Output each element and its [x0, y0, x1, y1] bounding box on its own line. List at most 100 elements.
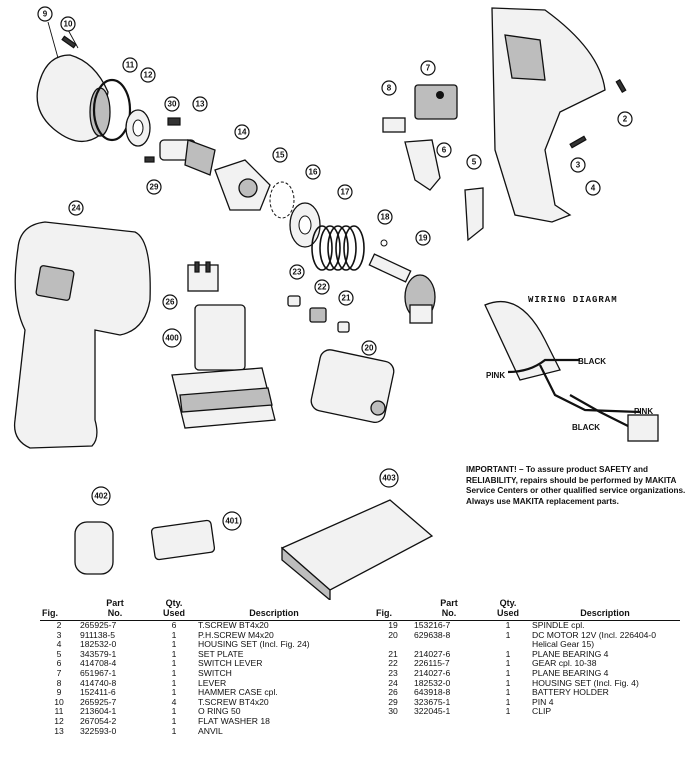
- part-carrying-case: [280, 499, 434, 600]
- header-qty-right: Qty.Used: [486, 598, 530, 621]
- part-washer: [289, 202, 321, 248]
- part-hammer-case: [36, 54, 111, 142]
- cell-fig-right: 19: [388, 620, 398, 630]
- header-description: Description: [196, 598, 352, 621]
- callout-19: 19: [415, 230, 431, 246]
- cell-fig: 11: [54, 706, 64, 717]
- callout-18: 18: [377, 209, 393, 225]
- cell-part-no: 182532-0: [80, 639, 117, 650]
- part-anvil: [159, 139, 216, 176]
- cell-part-no-right: 629638-8: [414, 629, 451, 640]
- cell-part-no-right: [412, 717, 486, 727]
- svg-text:10: 10: [64, 20, 73, 29]
- part-spring: [311, 225, 365, 271]
- part-battery-holder: [187, 261, 219, 292]
- callout-403: 403: [379, 468, 399, 488]
- cell-fig-right: [374, 717, 412, 727]
- callout-3: 3: [570, 157, 586, 173]
- cell-fig: 8: [56, 677, 62, 688]
- table-row: 4 182532-0 1 HOUSING SET (Incl. Fig. 24) Hel…: [40, 640, 680, 650]
- svg-text:402: 402: [94, 492, 108, 501]
- svg-text:16: 16: [309, 168, 318, 177]
- callout-20: 20: [361, 340, 377, 356]
- callout-401: 401: [222, 511, 242, 531]
- part-set-plate: [464, 187, 484, 242]
- cell-fig-right: 20: [388, 629, 398, 640]
- cell-description: LEVER: [198, 677, 227, 688]
- cell-description: SET PLATE: [198, 648, 244, 659]
- svg-text:13: 13: [196, 100, 205, 109]
- svg-text:30: 30: [168, 100, 177, 109]
- callout-22: 22: [314, 279, 330, 295]
- callout-13: 13: [192, 96, 208, 112]
- wiring-diagram: WIRING DIAGRAM BLACK PINK PINK BLACK: [484, 295, 659, 442]
- cell-description-right: DC MOTOR 12V (Incl. 226404-0: [532, 629, 657, 640]
- cell-part-no-right: 643918-8: [414, 687, 451, 698]
- callout-400: 400: [162, 328, 182, 348]
- cell-part-no: 911138-5: [80, 629, 116, 640]
- cell-fig-right: 21: [388, 648, 398, 659]
- cell-description: FLAT WASHER 18: [198, 715, 270, 726]
- cell-qty: 6: [171, 620, 177, 630]
- cell-fig: 4: [56, 639, 62, 650]
- callout-402: 402: [91, 486, 111, 506]
- cell-qty-right: 1: [505, 620, 511, 630]
- cell-qty-right: 1: [505, 648, 511, 659]
- cell-part-no: 213604-1: [80, 706, 117, 717]
- cell-fig: 12: [54, 715, 64, 726]
- svg-text:26: 26: [166, 298, 175, 307]
- svg-text:21: 21: [342, 294, 351, 303]
- part-pin: [144, 156, 155, 163]
- cell-qty-right: 1: [505, 667, 511, 678]
- cell-fig-right: 26: [388, 687, 398, 698]
- cell-qty-right: 1: [505, 687, 511, 698]
- callout-5: 5: [466, 154, 482, 170]
- cell-description: T.SCREW BT4x20: [198, 696, 269, 707]
- svg-text:9: 9: [43, 10, 48, 19]
- svg-text:400: 400: [165, 334, 179, 343]
- cell-description-right: CLIP: [532, 706, 552, 717]
- cell-part-no: 414740-8: [80, 677, 117, 688]
- callout-16: 16: [305, 164, 321, 180]
- callout-7: 7: [420, 60, 436, 76]
- cell-description-right: BATTERY HOLDER: [532, 687, 609, 698]
- cell-qty: 1: [171, 639, 177, 650]
- callout-17: 17: [337, 184, 353, 200]
- cell-fig-right: [374, 727, 412, 737]
- cell-qty-right: 1: [505, 706, 511, 717]
- cell-fig-right: 23: [388, 667, 398, 678]
- cell-description-right: GEAR cpl. 10-38: [532, 658, 597, 669]
- part-steel-ball: [380, 239, 388, 247]
- cell-description: HOUSING SET (Incl. Fig. 24): [198, 639, 310, 650]
- exploded-parts-diagram: WIRING DIAGRAM BLACK PINK PINK BLACK 2 3…: [13, 6, 659, 600]
- cell-description-right: SPINDLE cpl.: [532, 620, 585, 630]
- cell-fig: 10: [54, 696, 64, 707]
- cell-fig: 9: [56, 687, 62, 698]
- part-housing-left: [13, 221, 151, 449]
- cell-qty: 1: [171, 658, 177, 669]
- svg-text:3: 3: [576, 161, 581, 170]
- cell-fig-right: 29: [388, 696, 398, 707]
- cell-part-no-right: [412, 727, 486, 737]
- callout-11: 11: [122, 57, 138, 73]
- cell-fig-right: 24: [388, 677, 398, 688]
- cell-description-right: Helical Gear 15): [532, 639, 595, 650]
- cell-part-no: 152411-6: [80, 687, 116, 698]
- cell-qty-right: 1: [505, 629, 511, 640]
- callout-14: 14: [234, 124, 250, 140]
- part-ring: [269, 181, 295, 219]
- cell-qty-right: [486, 717, 530, 727]
- wiring-label-black-1: BLACK: [578, 357, 606, 366]
- svg-text:7: 7: [426, 64, 431, 73]
- cell-description-right: PLANE BEARING 4: [532, 648, 609, 659]
- callout-12: 12: [140, 67, 156, 83]
- part-lever: [382, 117, 406, 133]
- part-spindle: [368, 253, 436, 324]
